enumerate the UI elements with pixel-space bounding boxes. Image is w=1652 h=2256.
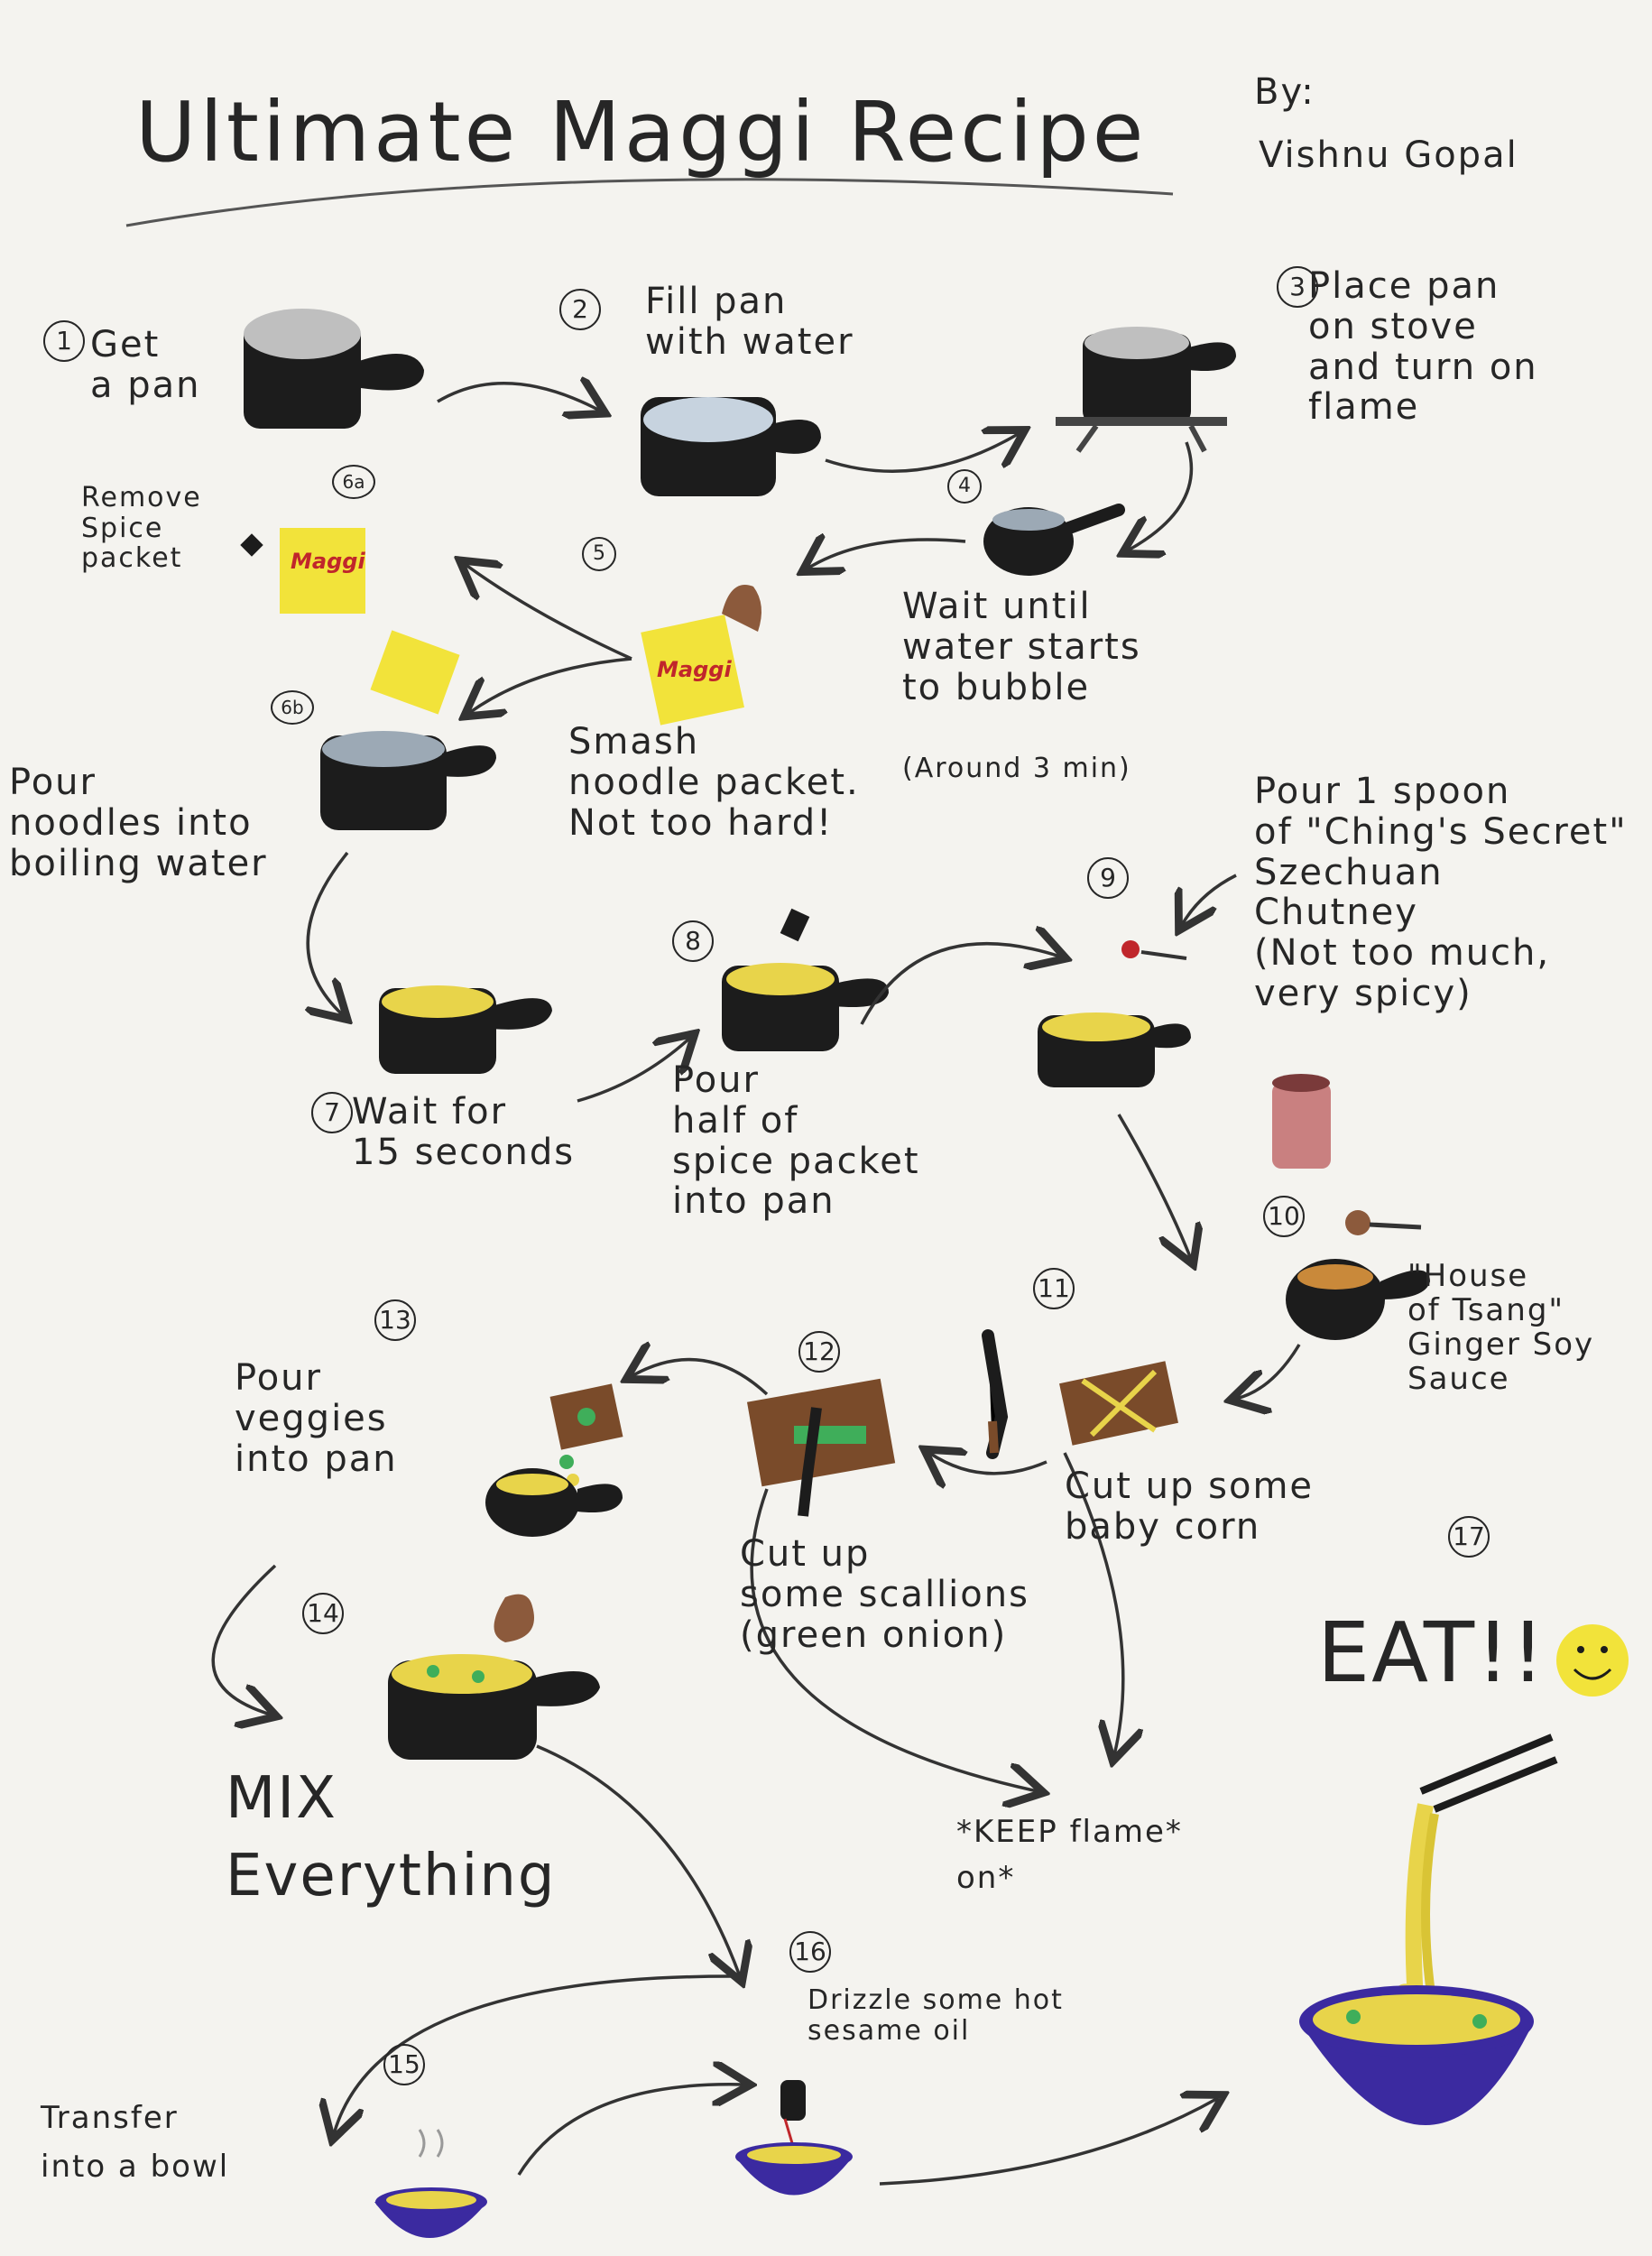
pan-adding-veggies-icon [485,1383,623,1537]
step-4-note: (Around 3 min) [902,753,1131,784]
step-16-text: Drizzle some hot sesame oil [808,1984,1064,2047]
step-number-17: 17 [1448,1516,1490,1558]
noodle-bowl-chopsticks-icon [1299,1734,1558,2125]
step-6a-text: Remove Spice packet [81,482,202,575]
pan-with-noodles-icon [320,630,496,830]
step-9-text: Pour 1 spoon of "Ching's Secret" Szechua… [1254,771,1628,1014]
step-number-3: 3 [1277,266,1318,308]
bowl-icon [374,2129,487,2238]
arrow-15-to-16 [517,2085,744,2176]
noodle-packet-brand: Maggi [657,657,732,682]
step-number-2: 2 [559,289,601,330]
arrow-to-15 [334,1974,732,2134]
cutting-board-scallions-icon [746,1378,896,1517]
pan-bubbling-icon [983,504,1125,576]
step-11-text: Cut up some baby corn [1065,1465,1315,1548]
arrow-9-to-10 [1117,1114,1191,1259]
step-number-6b: 6b [271,690,314,725]
step-number-5: 5 [582,537,616,571]
title-underline [125,178,1174,227]
byline-by: By: [1254,71,1315,113]
arrow-8-to-9 [860,944,1060,1025]
arrow-7-to-8 [577,1038,690,1103]
step-number-11: 11 [1033,1268,1075,1309]
arrow-5-to-6a [465,564,632,661]
pan-adding-soy-sauce-icon [1286,1210,1430,1340]
page-title: Ultimate Maggi Recipe [135,84,1148,180]
arrow-corn-to-flame [1063,1452,1123,1755]
step-1-text: Get a pan [90,324,201,406]
arrow-16-to-17 [879,2098,1218,2186]
arrow-11-to-12 [929,1453,1047,1474]
step-number-4: 4 [947,469,982,504]
step-13-text: Pour veggies into pan [235,1357,398,1480]
pan-adding-spice-icon [722,908,889,1051]
arrow-3-to-4 [1128,441,1194,550]
step-2-text: Fill pan with water [645,281,854,363]
noodle-packet-icon: Maggi [641,585,761,726]
arrow-5-to-6b [469,657,632,713]
pan-mixing-icon [388,1594,600,1760]
step-number-8: 8 [672,920,714,962]
pan-boiling-noodles-icon [379,985,552,1074]
pan-icon-step-1 [244,309,424,429]
arrow-1-to-2 [437,384,600,411]
byline-author: Vishnu Gopal [1259,134,1518,176]
arrow-13-to-14 [211,1564,275,1715]
arrow-10-to-11 [1236,1344,1301,1399]
pan-adding-chutney-icon [1038,940,1331,1169]
arrow-2-to-3 [825,433,1020,473]
step-number-1: 1 [43,320,85,362]
arrow-chutney-to-9 [1182,874,1237,925]
step-number-13: 13 [374,1299,416,1341]
step-15-text: Transfer into a bowl [41,2100,230,2186]
step-number-6a: 6a [332,465,375,499]
step-number-7: 7 [311,1092,353,1133]
spice-packet-icon: Maggi [240,528,365,614]
step-number-10: 10 [1263,1196,1305,1237]
smiley-face-icon [1556,1624,1629,1697]
pan-on-stove-icon [1056,327,1236,453]
step-8-text: Pour half of spice packet into pan [672,1059,920,1223]
step-17-text: EAT!! [1317,1604,1546,1701]
step-6b-text: Pour noodles into boiling water [9,762,268,884]
arrow-14-to-16 [536,1744,740,1976]
pan-with-water-icon [641,397,821,496]
arrow-scallion-to-flame [750,1488,1038,1791]
step-3-text: Place pan on stove and turn on flame [1308,265,1538,429]
step-12-text: Cut up some scallions (green onion) [740,1533,1029,1656]
cutting-board-corn-icon [982,1329,1178,1459]
flow-arrows [211,384,1301,2186]
step-number-12: 12 [798,1331,840,1373]
bowl-with-oil-icon [735,2080,853,2196]
step-5-text: Smash noodle packet. Not too hard! [568,721,860,844]
step-7-text: Wait for 15 seconds [352,1091,576,1173]
step-number-15: 15 [383,2044,425,2085]
step-10-text: "House of Tsang" Ginger Soy Sauce [1407,1258,1595,1398]
arrow-6b-to-7 [308,851,347,1015]
step-number-14: 14 [302,1593,344,1634]
spice-packet-brand: Maggi [291,549,365,574]
step-number-16: 16 [789,1931,831,1973]
keep-flame-note: *KEEP flame* on* [956,1814,1183,1896]
arrow-4-to-5 [808,540,966,569]
arrow-12-to-13 [632,1360,769,1396]
step-14-text: MIX Everything [226,1765,557,1910]
step-number-9: 9 [1087,857,1129,899]
step-4-text: Wait until water starts to bubble [902,586,1141,708]
